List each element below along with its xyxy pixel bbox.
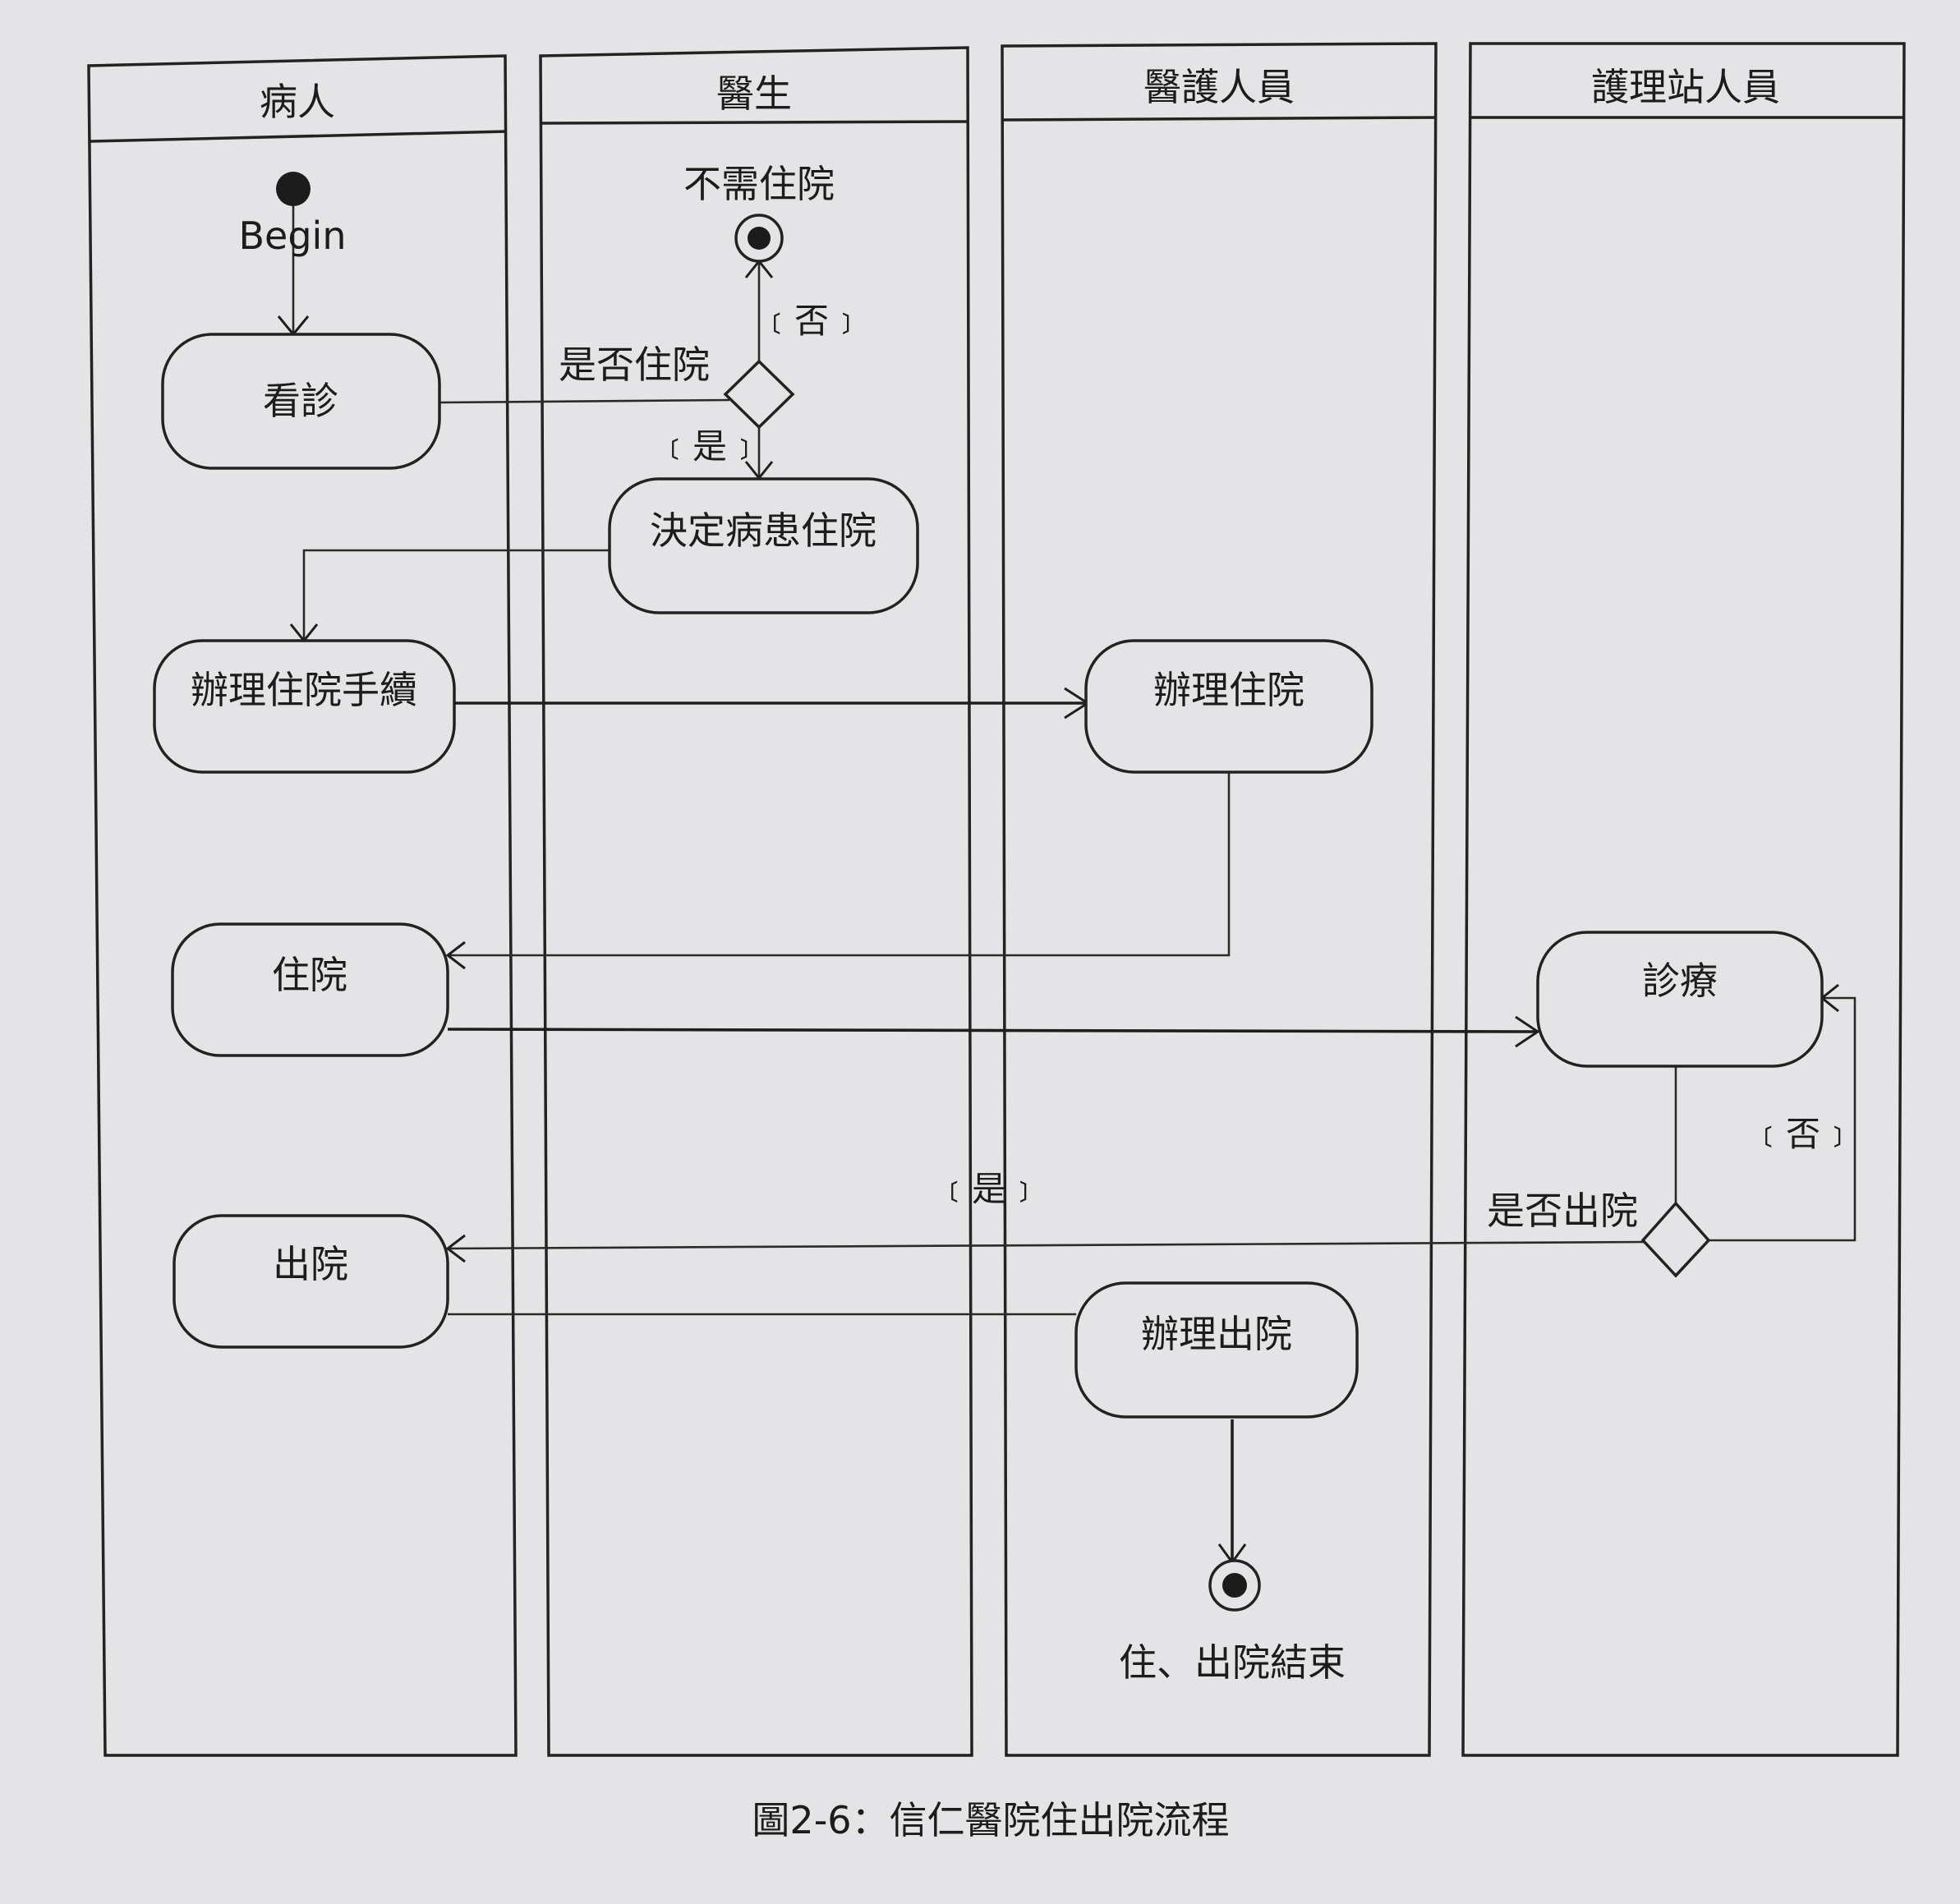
activity-process-discharge: 辦理出院 [1074,1281,1359,1419]
lane-title-patient: 病人 [260,80,335,124]
activity-treatment-label: 診療 [1642,959,1718,1003]
lane-nursing-staff: 醫護人員 [1001,42,1438,1757]
lane-patient: 病人 [87,54,518,1757]
edge-hospitalized-treatment [447,1028,1537,1033]
arrowhead-hospitalized-treatment [1515,1015,1540,1048]
edge-consult-decision [439,398,730,404]
activity-discharge-label: 出院 [273,1242,348,1286]
decision-discharge: 是否出院 [1487,1189,1711,1278]
activity-discharge: 出院 [173,1214,449,1349]
arrowhead-process-hospitalized [445,941,466,970]
final-node-end: 住、出院結束 [1119,1559,1346,1685]
guard-discharge-yes: ﹝是﹞ [937,1169,1041,1209]
lane-doctor: 醫生 [539,46,973,1757]
activity-process-discharge-label: 辦理出院 [1141,1312,1292,1356]
final-node-no-admission: 不需住院 [683,162,835,263]
edge-decision-loop [1707,996,1856,1242]
edge-decide-procedure [302,549,610,641]
edge-process-hospitalized [448,772,1231,957]
activity-hospitalized: 住院 [171,922,449,1057]
decision-discharge-label: 是否出院 [1487,1189,1638,1233]
activity-treatment: 診療 [1536,931,1824,1068]
guard-admit-no: ﹝否﹞ [760,301,863,341]
activity-process-admission: 辦理住院 [1084,639,1373,774]
activity-process-admission-label: 辦理住院 [1153,668,1304,712]
figure-caption: 圖2-6：信仁醫院住出院流程 [752,1798,1229,1842]
final-label-end: 住、出院結束 [1119,1640,1346,1685]
edge-decision-discharge [447,1240,1645,1250]
lane-title-doctor: 醫生 [716,71,792,116]
lane-title-nursing-staff: 醫護人員 [1143,65,1295,109]
activity-consult: 看診 [161,333,441,470]
activity-hospitalized-label: 住院 [272,953,347,997]
final-label-no-admission: 不需住院 [683,162,835,206]
activity-admission-procedure-label: 辦理住院手續 [191,668,417,712]
lane-nurse-station: 護理站人員 [1461,42,1906,1757]
activity-admission-procedure: 辦理住院手續 [153,639,456,774]
lane-title-nurse-station: 護理站人員 [1591,65,1780,109]
activity-decide-admit-label: 決定病患住院 [650,508,876,553]
decision-admit-label: 是否住院 [559,343,710,387]
arrowhead-decision-discharge [445,1234,466,1263]
activity-consult-label: 看診 [263,379,338,423]
guard-admit-yes: ﹝是﹞ [658,426,761,467]
guard-discharge-no: ﹝否﹞ [1751,1114,1855,1154]
initial-node-label: Begin [239,214,347,258]
decision-admit: 是否住院 [559,343,795,430]
initial-node: Begin [239,172,347,258]
activity-decide-admit: 決定病患住院 [608,477,919,614]
